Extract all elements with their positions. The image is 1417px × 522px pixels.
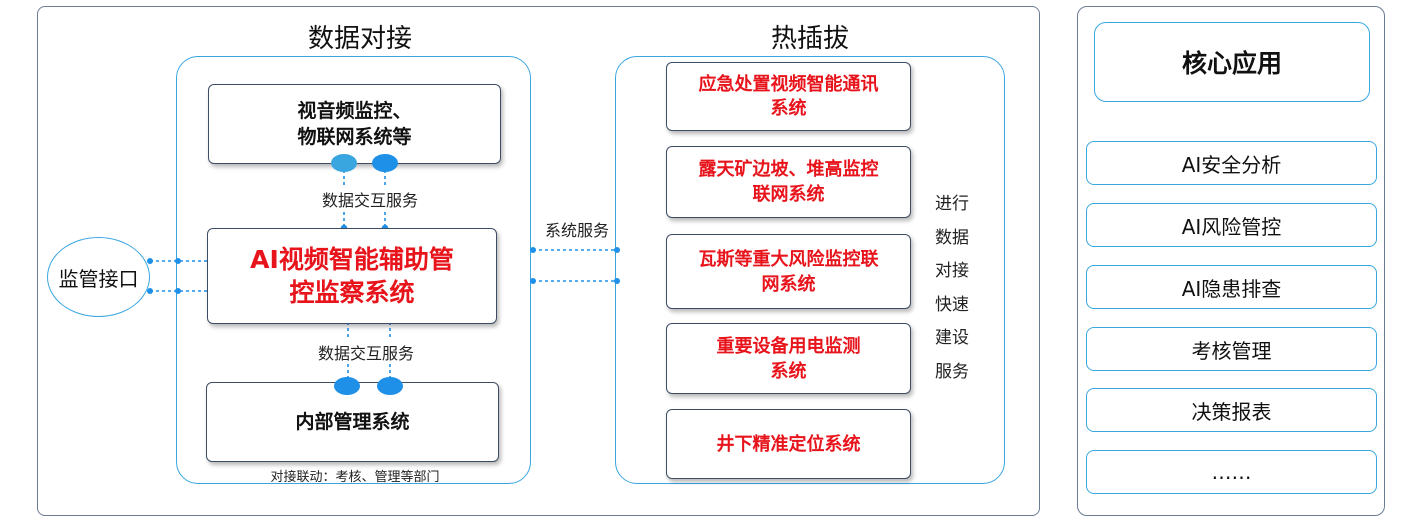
core-item-label: AI隐患排查 (1181, 276, 1282, 301)
hot-plug-system-2-line2: 联网系统 (752, 184, 825, 205)
hot-plug-title: 热插拔 (770, 24, 849, 54)
connector-node-left-bottom (334, 377, 360, 395)
core-item-assessment[interactable]: 考核管理 (1086, 327, 1377, 371)
video-iot-line1: 视音频监控、 (297, 100, 412, 122)
hot-plug-system-3-line2: 网系统 (761, 273, 816, 295)
exchange-service-bottom-label: 数据交互服务 (296, 340, 436, 364)
video-iot-line2: 物联网系统等 (297, 126, 412, 148)
data-docking-title: 数据对接 (307, 24, 412, 54)
core-item-more[interactable]: …… (1086, 450, 1377, 494)
connector-node-left-top (331, 154, 357, 172)
core-item-label: …… (1211, 460, 1252, 484)
core-item-label: 决策报表 (1191, 399, 1272, 424)
hot-plug-system-1-line2: 系统 (770, 97, 807, 119)
vertical-text-5: 建设 (935, 328, 969, 348)
core-item-label: AI安全分析 (1181, 152, 1282, 177)
core-item-label: AI风险管控 (1181, 214, 1282, 239)
vertical-text-3: 对接 (935, 261, 969, 281)
vertical-text-1: 进行 (935, 194, 969, 214)
core-application-header: 核心应用 (1094, 22, 1370, 102)
core-item-ai-risk[interactable]: AI风险管控 (1086, 203, 1377, 247)
hot-plug-system-2: 露天矿边坡、堆高监控 联网系统 (666, 146, 911, 218)
connector-node-right-top (372, 154, 398, 172)
video-iot-system-box: 视音频监控、 物联网系统等 (208, 84, 501, 164)
hot-plug-system-1-line1: 应急处置视频智能通讯 (698, 73, 879, 95)
core-item-decision-report[interactable]: 决策报表 (1086, 388, 1377, 432)
hot-plug-system-2-line1: 露天矿边坡、堆高监控 (698, 159, 879, 180)
hot-plug-system-3-line1: 瓦斯等重大风险监控联 (698, 248, 879, 270)
hot-plug-system-3: 瓦斯等重大风险监控联 网系统 (666, 234, 911, 309)
core-item-ai-hazard[interactable]: AI隐患排查 (1086, 265, 1377, 309)
hot-plug-system-5-line1: 井下精准定位系统 (716, 433, 861, 455)
main-ai-system-box: AI视频智能辅助管 控监察系统 (207, 228, 497, 324)
main-system-line2: 控监察系统 (289, 278, 415, 307)
vertical-text-6: 服务 (935, 361, 969, 382)
connector-node-right-bottom (377, 377, 403, 395)
exchange-service-top-label: 数据交互服务 (300, 187, 440, 211)
internal-system-label: 内部管理系统 (295, 411, 410, 433)
hot-plug-system-4-line1: 重要设备用电监测 (716, 335, 861, 357)
core-application-title: 核心应用 (1181, 49, 1282, 78)
vertical-text-4: 快速 (935, 294, 969, 315)
hot-plug-system-4-line2: 系统 (770, 360, 807, 382)
supervision-interface-label: 监管接口 (58, 266, 139, 291)
vertical-service-text: 进行 数据 对接 快速 建设 服务 (928, 188, 976, 389)
core-item-label: 考核管理 (1191, 338, 1272, 363)
supervision-interface-ellipse: 监管接口 (47, 237, 150, 317)
core-item-ai-safety[interactable]: AI安全分析 (1086, 141, 1377, 185)
hot-plug-system-1: 应急处置视频智能通讯 系统 (666, 62, 911, 131)
main-system-line1: AI视频智能辅助管 (250, 245, 454, 274)
system-service-label: 系统服务 (544, 221, 609, 240)
footer-note: 对接联动：考核、管理等部门 (270, 470, 440, 485)
hot-plug-system-5: 井下精准定位系统 (666, 409, 911, 479)
vertical-text-2: 数据 (935, 227, 969, 248)
hot-plug-system-4: 重要设备用电监测 系统 (666, 323, 911, 394)
